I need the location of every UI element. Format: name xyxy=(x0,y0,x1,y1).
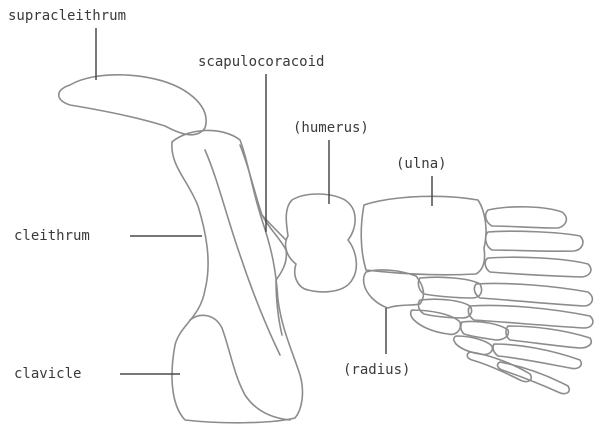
distal-element-1 xyxy=(486,207,567,228)
label-scapulocoracoid: scapulocoracoid xyxy=(198,54,324,70)
label-cleithrum: cleithrum xyxy=(14,228,90,244)
label-radius: (radius) xyxy=(343,362,410,378)
distal-element-5 xyxy=(474,283,592,306)
humerus-bone xyxy=(286,194,357,292)
supracleithrum-bone xyxy=(59,75,206,135)
label-ulna: (ulna) xyxy=(396,156,447,172)
distal-element-7 xyxy=(468,305,593,328)
cleithrum-inner-line xyxy=(205,150,280,355)
distal-element-3 xyxy=(485,257,591,277)
distal-element-6 xyxy=(418,299,471,318)
labels: supracleithrum scapulocoracoid (humerus)… xyxy=(8,8,447,382)
ulna-bone xyxy=(361,196,486,274)
distal-element-14 xyxy=(498,362,570,394)
distal-element-8 xyxy=(411,310,461,334)
label-clavicle: clavicle xyxy=(14,366,81,382)
label-supracleithrum: supracleithrum xyxy=(8,8,126,24)
clavicle-bone xyxy=(190,315,290,420)
radius-bone xyxy=(364,270,424,308)
label-humerus: (humerus) xyxy=(293,120,369,136)
distal-element-4 xyxy=(418,277,481,298)
distal-element-2 xyxy=(486,231,583,251)
